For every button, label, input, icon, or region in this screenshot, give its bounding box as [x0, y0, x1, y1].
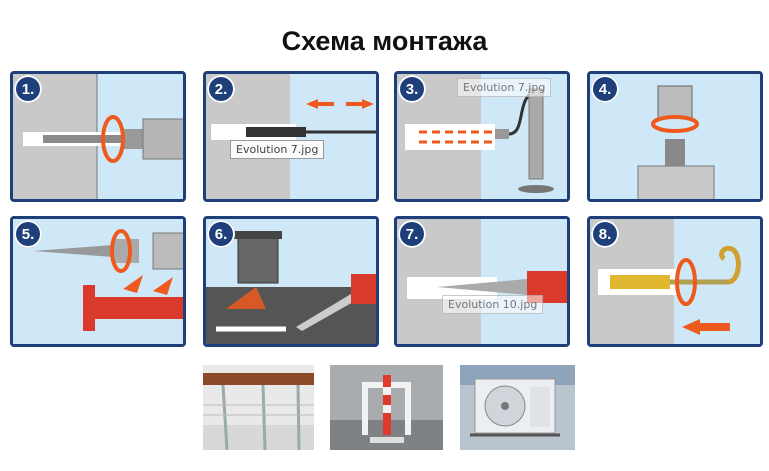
- image-tooltip: Evolution 10.jpg: [442, 295, 544, 314]
- page-title: Схема монтажа: [281, 26, 488, 56]
- step-number-1: 1.: [14, 75, 42, 103]
- waste-discard-illustration: [206, 219, 376, 344]
- image-tooltip: Evolution 7.jpg: [230, 140, 325, 159]
- step-number-5: 5.: [14, 220, 42, 248]
- image-tooltip: Evolution 7.jpg: [457, 78, 552, 97]
- air-conditioner-photo: [460, 365, 575, 450]
- step-number-7: 7.: [398, 220, 426, 248]
- mixer-nozzle-illustration: [13, 219, 183, 344]
- injection-illustration: [397, 219, 567, 344]
- drilling-illustration: [13, 74, 183, 199]
- step-panel-8: 8.: [587, 216, 763, 347]
- step-panel-3: 3. Evolution 7.jpg: [394, 71, 570, 202]
- step-number-2: 2.: [207, 75, 235, 103]
- step-panel-1: 1.: [10, 71, 186, 202]
- nozzle-attach-illustration: [590, 74, 760, 199]
- railing-photo: [203, 365, 314, 450]
- step-panel-7: 7. Evolution 10.jpg: [394, 216, 570, 347]
- step-panel-6: 6.: [203, 216, 379, 347]
- step-number-3: 3.: [398, 75, 426, 103]
- step-panel-2: 2. Evolution 7.jpg: [203, 71, 379, 202]
- parking-barrier-photo: [330, 365, 443, 450]
- step-number-4: 4.: [591, 75, 619, 103]
- step-panel-5: 5.: [10, 216, 186, 347]
- step-number-8: 8.: [591, 220, 619, 248]
- step-number-6: 6.: [207, 220, 235, 248]
- step-panel-4: 4.: [587, 71, 763, 202]
